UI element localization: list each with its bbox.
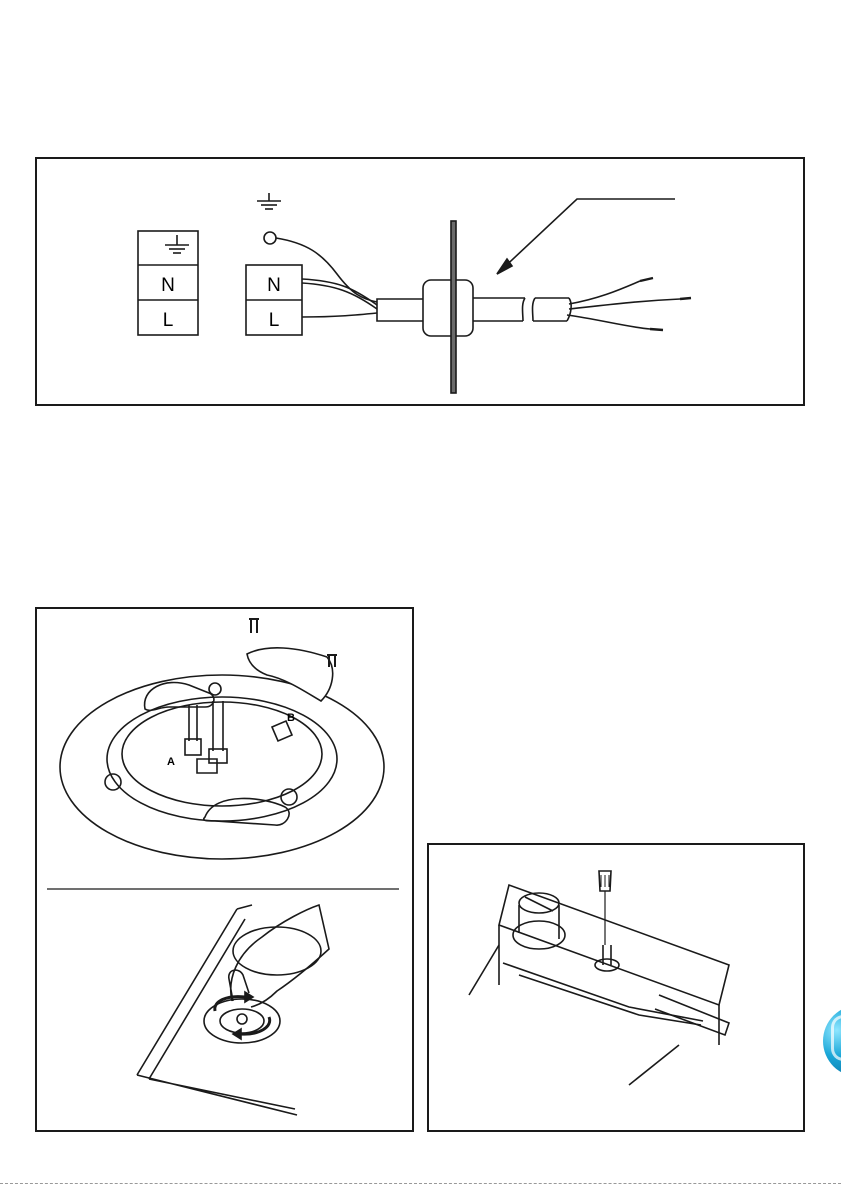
screwdriver-icon: [599, 871, 611, 945]
wiring-diagram-panel: N L N L: [35, 157, 805, 406]
screw-icon: [281, 789, 297, 805]
tap-adjustment-panel: [427, 843, 805, 1132]
callout-a-label: A: [167, 756, 175, 768]
screw-icon: [209, 683, 221, 695]
earth-ring-terminal-icon: [264, 232, 276, 244]
control-knob: [513, 921, 565, 949]
burner-illustration: A B: [37, 609, 416, 1134]
terminal-right-l-label: L: [269, 310, 280, 331]
earth-ground-icon: [257, 193, 281, 209]
tap-adjustment-illustration: [429, 845, 807, 1134]
page-tab-marker: [823, 1005, 841, 1077]
terminal-right-n-label: N: [267, 275, 281, 296]
terminal-left-l-label: L: [163, 310, 174, 331]
terminal-left-n-label: N: [161, 275, 175, 296]
burner-illustration-panel: A B: [35, 607, 414, 1132]
callout-b-label: B: [287, 712, 295, 724]
screw-icon: [105, 774, 121, 790]
footer-divider: [0, 1183, 841, 1184]
wiring-diagram: N L N L: [37, 159, 807, 408]
